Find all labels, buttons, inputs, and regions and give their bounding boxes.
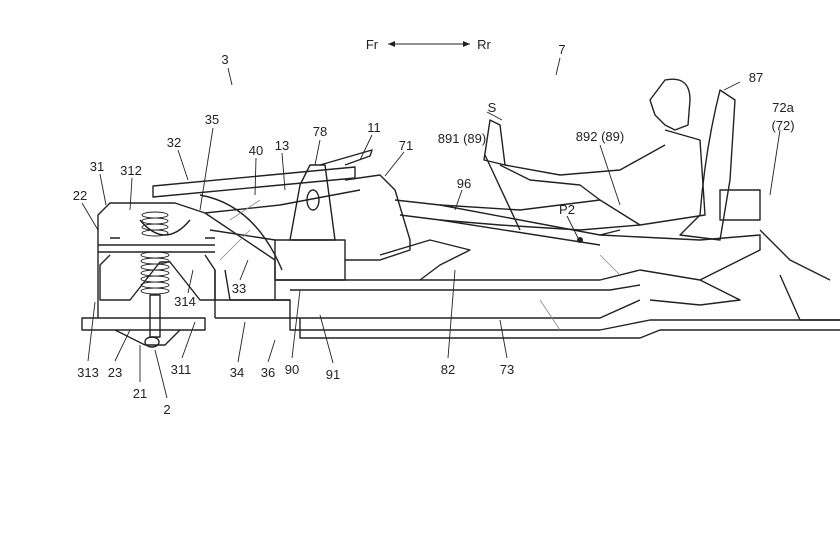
label-2: 2 xyxy=(163,402,170,417)
cowl-structure xyxy=(152,149,411,281)
label-36: 36 xyxy=(261,365,275,380)
label-P2: P2 xyxy=(559,202,575,217)
label-312: 312 xyxy=(120,163,142,178)
label-72a: 72a xyxy=(772,100,794,115)
label-23: 23 xyxy=(108,365,122,380)
label-21: 21 xyxy=(133,386,147,401)
floor-panel xyxy=(215,189,840,339)
label-40: 40 xyxy=(249,143,263,158)
label-32: 32 xyxy=(167,135,181,150)
label-87: 87 xyxy=(749,70,763,85)
direction-arrow xyxy=(388,41,470,47)
label-22: 22 xyxy=(73,188,87,203)
label-90: 90 xyxy=(285,362,299,377)
driver-and-seat xyxy=(439,78,736,243)
label-91: 91 xyxy=(326,367,340,382)
rear-label: Rr xyxy=(477,37,491,52)
label-78: 78 xyxy=(313,124,327,139)
label-33: 33 xyxy=(232,281,246,296)
label-73: 73 xyxy=(500,362,514,377)
label-314: 314 xyxy=(174,294,196,309)
steering-wheel xyxy=(483,119,521,231)
label-313: 313 xyxy=(77,365,99,380)
reference-labels: 3 7 87 S 891 (89) 892 (89) 72a (72) 35 3… xyxy=(73,42,795,417)
leader-lines xyxy=(81,57,781,399)
suspension-tower xyxy=(81,202,290,348)
label-72: (72) xyxy=(771,118,794,133)
label-13: 13 xyxy=(275,138,289,153)
label-34: 34 xyxy=(230,365,244,380)
label-82: 82 xyxy=(441,362,455,377)
label-11: 11 xyxy=(367,120,381,135)
label-892: 892 (89) xyxy=(576,129,624,144)
label-96: 96 xyxy=(457,176,471,191)
label-31: 31 xyxy=(90,159,104,174)
label-35: 35 xyxy=(205,112,219,127)
label-891: 891 (89) xyxy=(438,131,486,146)
label-3: 3 xyxy=(221,52,228,67)
label-71: 71 xyxy=(399,138,413,153)
front-label: Fr xyxy=(366,37,379,52)
label-S: S xyxy=(488,100,497,115)
label-311: 311 xyxy=(171,362,192,377)
label-7: 7 xyxy=(558,42,565,57)
